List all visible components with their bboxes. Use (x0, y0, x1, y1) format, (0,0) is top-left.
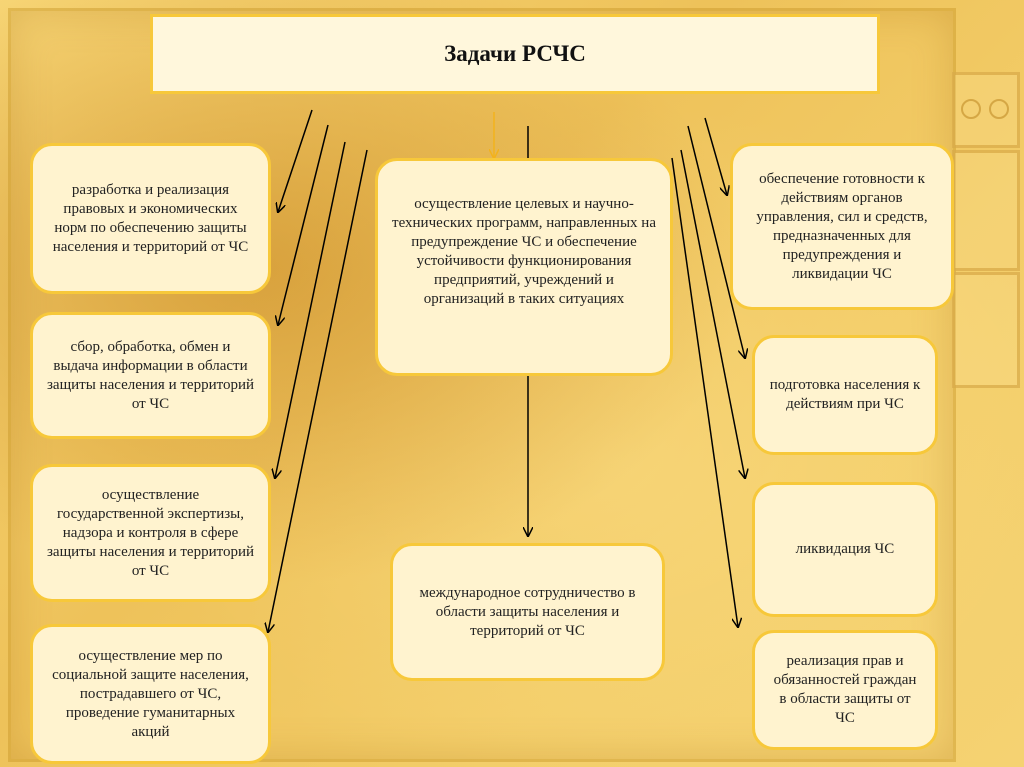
right-task-4: реализация прав и обязанностей граждан в… (752, 630, 938, 750)
right-task-1: обеспечение готовности к действиям орган… (730, 143, 954, 310)
arrow-to-left-task-2 (278, 124, 329, 325)
arrow-to-right-task-1 (704, 117, 727, 195)
arrow-to-left-task-4 (268, 149, 368, 632)
left-task-4: осуществление мер по социальной защите н… (30, 624, 271, 764)
decorative-circle (989, 99, 1009, 119)
arrow-to-left-task-3 (275, 141, 346, 478)
arrow-to-left-task-1 (278, 109, 313, 212)
arrow-to-right-task-4 (671, 157, 738, 627)
right-task-2: подготовка населения к действиям при ЧС (752, 335, 938, 455)
decorative-panel (952, 272, 1020, 388)
decorative-panel (952, 150, 1020, 271)
diagram-title: Задачи РСЧС (150, 14, 880, 94)
center-task-2: международное сотрудничество в области з… (390, 543, 665, 681)
left-task-1: разработка и реализация правовых и эконо… (30, 143, 271, 294)
arrow-to-right-task-2 (687, 125, 745, 358)
decorative-panel (952, 72, 1020, 148)
arrow-to-right-task-3 (680, 149, 745, 478)
right-task-3: ликвидация ЧС (752, 482, 938, 617)
left-task-3: осуществление государственной экспертизы… (30, 464, 271, 602)
left-task-2: сбор, обработка, обмен и выдача информац… (30, 312, 271, 439)
decorative-circle (961, 99, 981, 119)
center-task-1: осуществление целевых и научно-техническ… (375, 158, 673, 376)
